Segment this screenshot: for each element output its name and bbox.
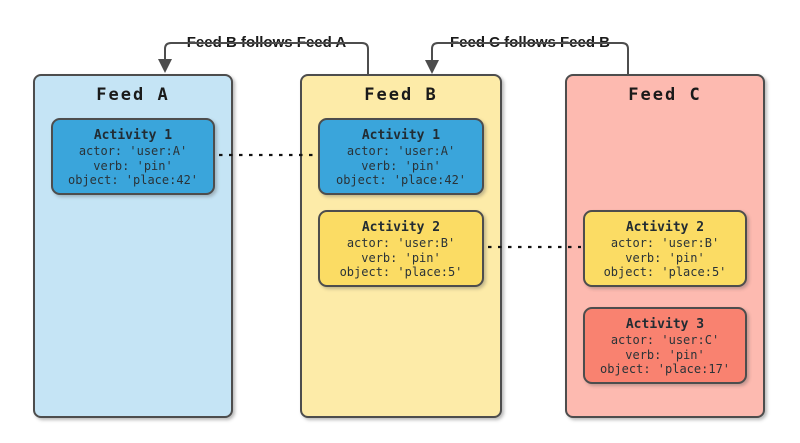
activity-object-line: object: 'place:42' [67, 173, 199, 187]
activity-actor-line: actor: 'user:B' [346, 236, 456, 250]
activity-actor-line: actor: 'user:B' [610, 236, 720, 250]
activity-actor-line: actor: 'user:A' [346, 144, 456, 158]
activity-verb-line: verb: 'pin' [625, 347, 705, 362]
feed-a-title: Feed A [96, 85, 170, 105]
activity-object-line: object: 'place:42' [335, 173, 467, 187]
activity-title: Activity 1 [361, 128, 441, 143]
activity-title: Activity 2 [361, 220, 441, 235]
feed-c-activity-2-card: Activity 2 actor: 'user:B' verb: 'pin' o… [583, 210, 747, 287]
feed-c-title: Feed C [628, 85, 702, 105]
feed-c-activity-3-card: Activity 3 actor: 'user:C' verb: 'pin' o… [583, 307, 747, 384]
arrow-down-into-feed-b-icon [425, 60, 439, 74]
activity-object-line: object: 'place:5' [339, 265, 463, 279]
feed-b-title: Feed B [364, 85, 438, 105]
activity-verb-line: verb: 'pin' [361, 250, 441, 265]
feed-a-activity-1-card: Activity 1 actor: 'user:A' verb: 'pin' o… [51, 118, 215, 195]
activity-verb-line: verb: 'pin' [361, 158, 441, 173]
feed-b-activity-1-card: Activity 1 actor: 'user:A' verb: 'pin' o… [318, 118, 484, 195]
feed-b-panel: Feed B Activity 1 actor: 'user:A' verb: … [300, 74, 502, 418]
feed-b-activity-2-card: Activity 2 actor: 'user:B' verb: 'pin' o… [318, 210, 484, 287]
follow-label-c-follows-b: Feed C follows Feed B [432, 35, 628, 51]
arrow-down-into-feed-a-icon [158, 59, 172, 73]
feed-a-panel: Feed A Activity 1 actor: 'user:A' verb: … [33, 74, 233, 418]
activity-object-line: object: 'place:5' [603, 265, 727, 279]
activity-title: Activity 1 [93, 128, 173, 143]
activity-title: Activity 3 [625, 317, 705, 332]
activity-title: Activity 2 [625, 220, 705, 235]
activity-actor-line: actor: 'user:A' [78, 144, 188, 158]
follow-label-b-follows-a: Feed B follows Feed A [165, 35, 368, 51]
feed-c-panel: Feed C Activity 2 actor: 'user:B' verb: … [565, 74, 765, 418]
activity-actor-line: actor: 'user:C' [610, 333, 720, 347]
activity-verb-line: verb: 'pin' [93, 158, 173, 173]
activity-object-line: object: 'place:17' [599, 362, 731, 376]
activity-verb-line: verb: 'pin' [625, 250, 705, 265]
